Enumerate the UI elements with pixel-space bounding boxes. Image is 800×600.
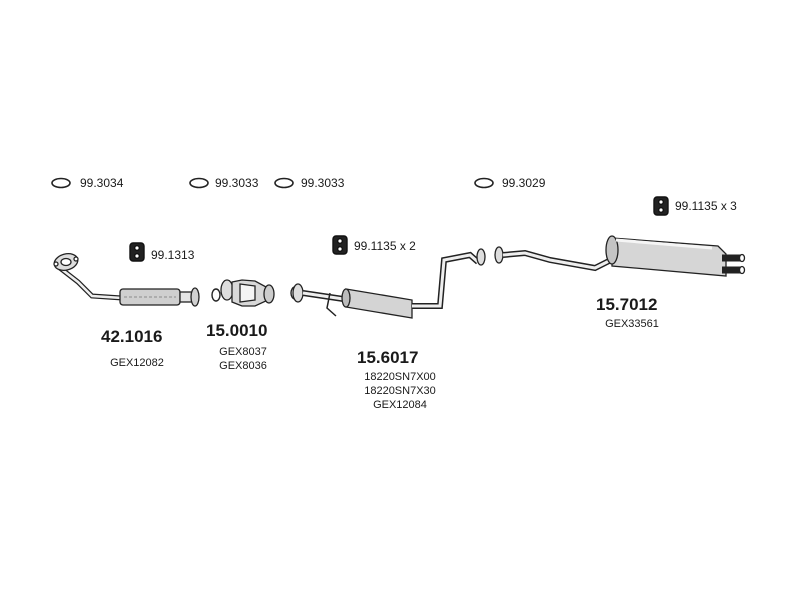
gasket-label: 99.3033	[215, 176, 259, 190]
ring-gasket-icon	[274, 177, 294, 189]
gasket-label: 99.3029	[502, 176, 546, 190]
part-number-42-1016: 42.1016	[101, 327, 163, 346]
part-ref: 18220SN7X30	[364, 385, 436, 397]
part-ref-list: 18220SN7X00 18220SN7X30 GEX12084	[350, 370, 450, 412]
rubber-hanger-icon	[129, 242, 145, 262]
part-ref: GEX12082	[110, 357, 164, 369]
front-pipe-icon	[53, 253, 200, 307]
ring-gasket-icon	[211, 288, 221, 302]
part-ref-list: GEX8037 GEX8036	[206, 345, 280, 373]
hanger-label: 99.1135 x 2	[354, 239, 416, 253]
rubber-hanger-icon	[332, 235, 348, 255]
ring-gasket-icon	[51, 177, 71, 189]
rear-silencer-icon	[494, 235, 746, 277]
part-ref: GEX8037	[219, 346, 267, 358]
part-ref: GEX8036	[219, 360, 267, 372]
part-number-15-7012: 15.7012	[596, 295, 658, 314]
part-number-15-0010: 15.0010	[206, 321, 268, 340]
part-ref: 18220SN7X00	[364, 371, 436, 383]
gasket-label: 99.3034	[80, 176, 124, 190]
part-ref-list: GEX12082	[100, 356, 174, 370]
ring-gasket-icon	[474, 177, 494, 189]
centre-silencer-icon	[292, 248, 486, 319]
part-ref-list: GEX33561	[592, 317, 672, 331]
catalytic-converter-icon	[220, 279, 275, 307]
hanger-label: 99.1135 x 3	[675, 199, 737, 213]
part-number-15-6017: 15.6017	[357, 348, 419, 367]
part-ref: GEX12084	[373, 399, 427, 411]
hanger-label: 99.1313	[151, 248, 195, 262]
gasket-label: 99.3033	[301, 176, 345, 190]
rubber-hanger-icon	[653, 196, 669, 216]
part-ref: GEX33561	[605, 318, 659, 330]
ring-gasket-icon	[189, 177, 209, 189]
